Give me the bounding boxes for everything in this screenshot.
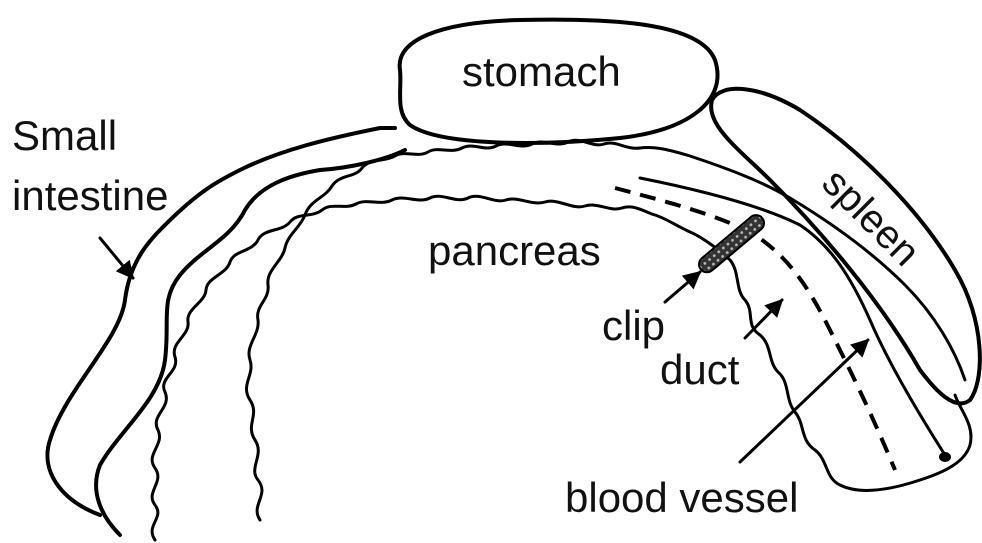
label-spleen: spleen bbox=[814, 160, 928, 274]
arrow-clip bbox=[665, 272, 700, 302]
label-blood-vessel: blood vessel bbox=[565, 474, 798, 521]
arrow-blood-vessel bbox=[740, 340, 868, 462]
blood-vessel-end bbox=[939, 452, 951, 462]
spleen-outline bbox=[711, 89, 980, 404]
label-stomach: stomach bbox=[462, 48, 621, 95]
label-small-intestine-line2: intestine bbox=[12, 172, 168, 219]
label-pancreas: pancreas bbox=[428, 227, 601, 274]
label-small-intestine-line1: Small bbox=[12, 112, 117, 159]
surgical-clip bbox=[696, 212, 768, 276]
arrow-small-intestine bbox=[100, 238, 133, 278]
label-duct: duct bbox=[660, 346, 740, 393]
label-clip: clip bbox=[602, 302, 665, 349]
